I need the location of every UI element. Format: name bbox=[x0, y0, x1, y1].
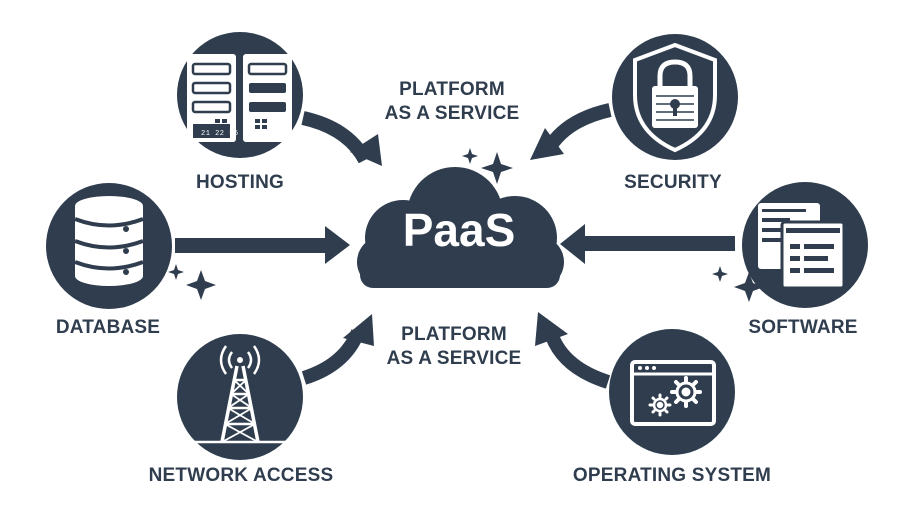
server-rack-icon bbox=[187, 54, 292, 142]
arrow-network-head bbox=[343, 314, 374, 346]
sparkle-group-left bbox=[168, 264, 216, 300]
node-security bbox=[612, 34, 738, 160]
cloud-label: PaaS bbox=[402, 204, 516, 256]
label-security: SECURITY bbox=[624, 172, 722, 193]
windows-icon bbox=[758, 203, 846, 290]
caption-bottom-line2: AS A SERVICE bbox=[386, 348, 522, 369]
sparkle-group-right bbox=[712, 266, 764, 302]
node-database bbox=[46, 183, 172, 309]
caption-top-line2: AS A SERVICE bbox=[384, 103, 520, 124]
arrow-software bbox=[585, 236, 735, 251]
browser-gears-icon bbox=[630, 360, 716, 426]
sparkle-icon bbox=[462, 148, 478, 164]
label-software: SOFTWARE bbox=[748, 317, 858, 338]
caption-top: PLATFORM AS A SERVICE bbox=[385, 78, 520, 126]
arrow-os bbox=[545, 333, 611, 389]
sparkle-icon bbox=[168, 264, 184, 280]
caption-bottom-line1: PLATFORM bbox=[401, 324, 507, 345]
arrow-hosting-head bbox=[350, 134, 382, 166]
shield-lock-icon bbox=[633, 42, 717, 153]
arrow-database-head bbox=[325, 226, 350, 264]
node-os bbox=[609, 329, 735, 455]
server-serial-text: 21 22 56 bbox=[201, 130, 239, 138]
arrow-database bbox=[175, 238, 325, 253]
arrow-os-head bbox=[535, 312, 568, 346]
database-icon bbox=[74, 196, 144, 286]
sparkle-icon bbox=[734, 272, 764, 302]
sparkle-icon bbox=[712, 266, 728, 282]
sparkle-group-top bbox=[462, 148, 513, 184]
gear-icon bbox=[652, 397, 668, 413]
arrow-software-head bbox=[560, 224, 585, 264]
node-hosting bbox=[177, 32, 303, 158]
antenna-tower-icon bbox=[184, 345, 296, 444]
paas-cloud bbox=[357, 167, 564, 288]
caption-bottom: PLATFORM AS A SERVICE bbox=[387, 323, 522, 371]
arrow-security-head bbox=[530, 128, 564, 160]
label-database: DATABASE bbox=[55, 317, 161, 338]
sparkle-icon bbox=[186, 270, 216, 300]
node-software bbox=[742, 182, 868, 308]
caption-top-line1: PLATFORM bbox=[399, 79, 505, 100]
label-network: NETWORK ACCESS bbox=[148, 465, 334, 486]
arrows bbox=[175, 103, 735, 389]
arrow-security bbox=[541, 103, 612, 154]
node-network bbox=[177, 334, 303, 460]
label-os: OPERATING SYSTEM bbox=[572, 465, 772, 486]
label-hosting: HOSTING bbox=[196, 172, 284, 193]
sparkle-icon bbox=[481, 152, 513, 184]
